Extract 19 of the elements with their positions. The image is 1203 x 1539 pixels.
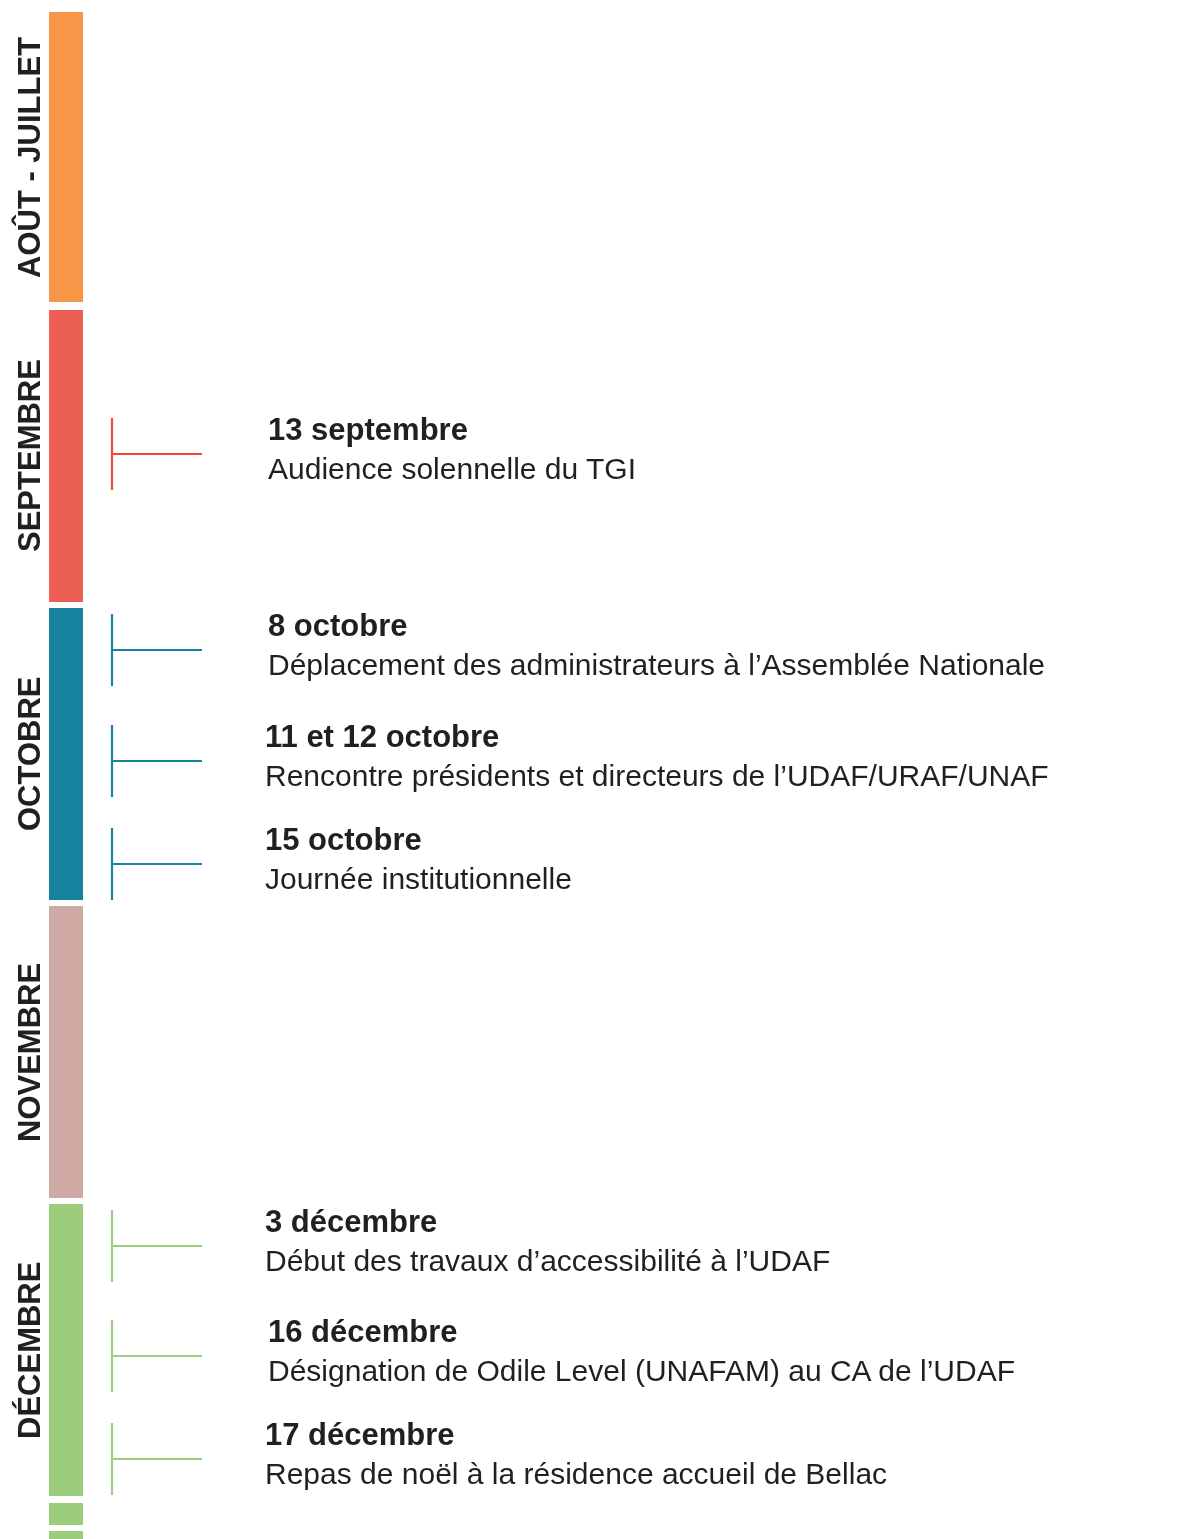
event-description: Repas de noël à la résidence accueil de Bellac	[265, 1457, 888, 1491]
event-date: 8 octobre	[268, 608, 408, 644]
event-date: 16 décembre	[268, 1314, 458, 1350]
event-description: Désignation de Odile Level (UNAFAM) au CA de l’UDAF	[268, 1354, 1015, 1388]
event-date: 15 octobre	[265, 822, 422, 858]
month-label: SEPTEMBRE	[12, 358, 48, 555]
event-description: Audience solennelle du TGI	[268, 452, 637, 486]
event-description: Rencontre présidents et directeurs de l’UDAF/URAF/UNAF	[265, 759, 1049, 793]
event-description: Début des travaux d’accessibilité à l’UDAF	[265, 1244, 831, 1278]
event-date: 17 décembre	[265, 1417, 455, 1453]
event-description: Déplacement des administrateurs à l’Assemblée Nationale	[268, 648, 1046, 682]
event-date: 13 septembre	[268, 412, 468, 448]
event-date: 3 décembre	[265, 1204, 438, 1240]
event-date: 11 et 12 octobre	[265, 719, 500, 755]
month-label: NOVEMBRE	[12, 961, 48, 1144]
month-label: DÉCEMBRE	[12, 1260, 48, 1441]
month-label: AOÛT - JUILLET	[12, 35, 48, 280]
event-description: Journée institutionnelle	[265, 862, 572, 896]
month-label: OCTOBRE	[12, 675, 48, 834]
